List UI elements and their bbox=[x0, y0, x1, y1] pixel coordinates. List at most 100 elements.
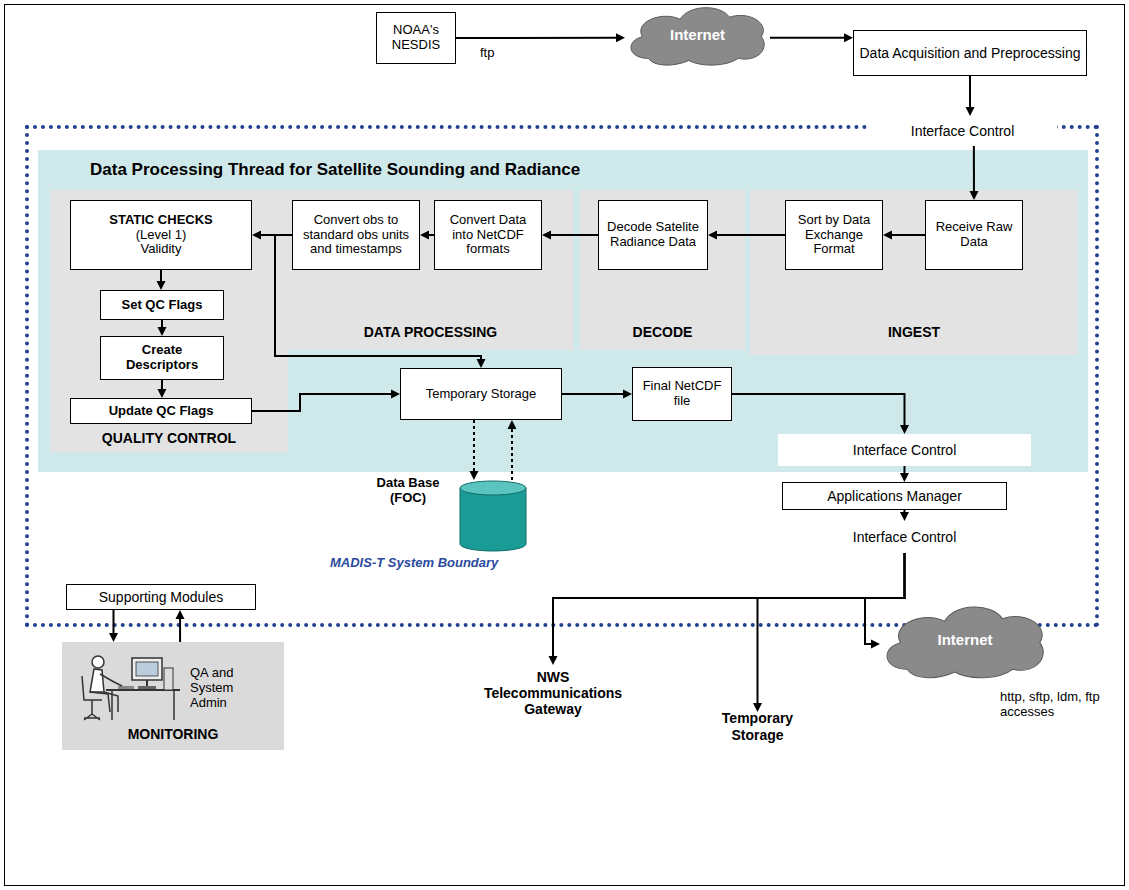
arrow-head bbox=[469, 471, 478, 480]
box-label: DATA PROCESSING bbox=[288, 324, 573, 340]
process-box: Data Acquisition and Preprocessing bbox=[853, 30, 1087, 76]
arrow-head bbox=[871, 640, 880, 649]
connector bbox=[708, 231, 785, 240]
connector-line bbox=[275, 235, 481, 359]
box-label: Interface Control bbox=[853, 529, 957, 545]
connector-line bbox=[892, 234, 925, 236]
cloud-outline bbox=[631, 8, 764, 65]
arrow-head bbox=[966, 107, 975, 116]
connector-line bbox=[903, 510, 905, 512]
note-label: http, sftp, ldm, ftp accesses bbox=[1000, 690, 1118, 720]
text-slot: Data Processing Thread for Satellite Sou… bbox=[90, 160, 790, 180]
stage-panel: DATA PROCESSINGConvert obs to standard o… bbox=[288, 190, 573, 350]
cylinder-top bbox=[460, 481, 526, 495]
arrow-head bbox=[969, 191, 978, 200]
connector-line bbox=[161, 320, 163, 327]
connector bbox=[969, 146, 978, 200]
arrow-head bbox=[549, 656, 558, 665]
box-label: Convert Data into NetCDF formats bbox=[439, 213, 537, 258]
connector bbox=[176, 610, 185, 642]
box-label: Supporting Modules bbox=[99, 589, 224, 605]
interface-bar: Interface Control bbox=[778, 434, 1031, 466]
connector bbox=[732, 394, 909, 434]
box-label: Create Descriptors bbox=[105, 343, 219, 373]
text-slot: MADIS-T System Boundary bbox=[330, 556, 540, 571]
connector-line bbox=[973, 146, 975, 191]
connector-line bbox=[732, 394, 905, 425]
arrow-head bbox=[623, 390, 632, 399]
connector-line bbox=[252, 394, 391, 411]
connector-line bbox=[865, 553, 905, 644]
connector bbox=[157, 380, 166, 398]
connector bbox=[900, 466, 909, 482]
cylinder-shape bbox=[459, 480, 527, 552]
box-label: Final NetCDF file bbox=[637, 379, 727, 409]
process-box: Supporting Modules bbox=[66, 584, 256, 610]
box-label: MONITORING bbox=[62, 726, 284, 742]
admin-illustration bbox=[68, 646, 188, 726]
box-label: MADIS-T System Boundary bbox=[330, 556, 540, 571]
thread-panel: Data Processing Thread for Satellite Sou… bbox=[38, 150, 1088, 472]
connector bbox=[252, 390, 400, 412]
connector bbox=[157, 270, 166, 290]
box-label: Data Processing Thread for Satellite Sou… bbox=[90, 160, 790, 180]
connector bbox=[507, 420, 516, 480]
box-label: DECODE bbox=[580, 324, 745, 340]
connector bbox=[966, 76, 975, 116]
file-box: Final NetCDF file bbox=[632, 367, 732, 421]
text-slot: MONITORING bbox=[62, 726, 284, 742]
process-box: Convert Data into NetCDF formats bbox=[434, 200, 542, 270]
arrow-head bbox=[616, 33, 625, 42]
storage-box: Temporary Storage bbox=[400, 368, 562, 420]
connector-line bbox=[551, 234, 598, 236]
connector bbox=[753, 553, 905, 712]
gateway-label: NWS Telecommunications Gateway bbox=[478, 665, 628, 721]
connector-line bbox=[969, 76, 971, 107]
stage-panel: INGESTSort by Data Exchange FormatReceiv… bbox=[750, 190, 1078, 355]
connector bbox=[549, 553, 905, 665]
box-label: Temporary Storage bbox=[694, 710, 821, 742]
box-label: NWS Telecommunications Gateway bbox=[482, 669, 624, 717]
arrow-head bbox=[391, 390, 400, 399]
arrow-head bbox=[477, 359, 486, 368]
connector-line bbox=[429, 234, 434, 236]
arrow-head bbox=[900, 512, 909, 521]
arrow-head bbox=[883, 231, 892, 240]
box-label: STATIC CHECKS bbox=[109, 213, 213, 228]
box-label: Sort by Data Exchange Format bbox=[790, 213, 878, 258]
process-box: Set QC Flags bbox=[100, 290, 224, 320]
text-slot: QUALITY CONTROL bbox=[50, 430, 288, 446]
box-label: Update QC Flags bbox=[109, 404, 214, 419]
cloud-outline bbox=[887, 607, 1043, 678]
database-cylinder: Data Base (FOC) bbox=[459, 480, 527, 552]
connector bbox=[883, 231, 925, 240]
internet-cloud: Internet bbox=[880, 600, 1050, 680]
box-label: Internet bbox=[670, 26, 725, 43]
box-label: Receive Raw Data bbox=[930, 220, 1018, 250]
internet-cloud: Internet bbox=[625, 2, 770, 67]
interface-bar: Interface Control bbox=[778, 521, 1031, 553]
text-slot: Data Base (FOC) bbox=[365, 476, 451, 506]
arrow-head bbox=[542, 231, 551, 240]
box-label: NOAA's NESDIS bbox=[381, 23, 451, 53]
process-box: Sort by Data Exchange Format bbox=[785, 200, 883, 270]
process-box: Update QC Flags bbox=[70, 398, 252, 424]
box-label: Set QC Flags bbox=[122, 298, 203, 313]
box-label: Interface Control bbox=[853, 442, 957, 458]
system-boundary: MADIS-T System Boundary Interface Control… bbox=[27, 127, 1097, 625]
connector-line bbox=[113, 610, 115, 633]
connector-line bbox=[160, 270, 162, 281]
connector-line bbox=[562, 393, 623, 395]
connector-line bbox=[473, 420, 475, 471]
process-box: Create Descriptors bbox=[100, 336, 224, 380]
arrow-head bbox=[507, 420, 516, 429]
process-box: Applications Manager bbox=[782, 482, 1007, 510]
connector bbox=[420, 231, 434, 240]
connector bbox=[456, 33, 625, 42]
connector bbox=[469, 420, 478, 480]
connector bbox=[109, 610, 118, 642]
process-box: STATIC CHECKS(Level 1) Validity bbox=[70, 200, 252, 270]
connector-line bbox=[456, 37, 616, 39]
cylinder-body bbox=[460, 488, 526, 551]
